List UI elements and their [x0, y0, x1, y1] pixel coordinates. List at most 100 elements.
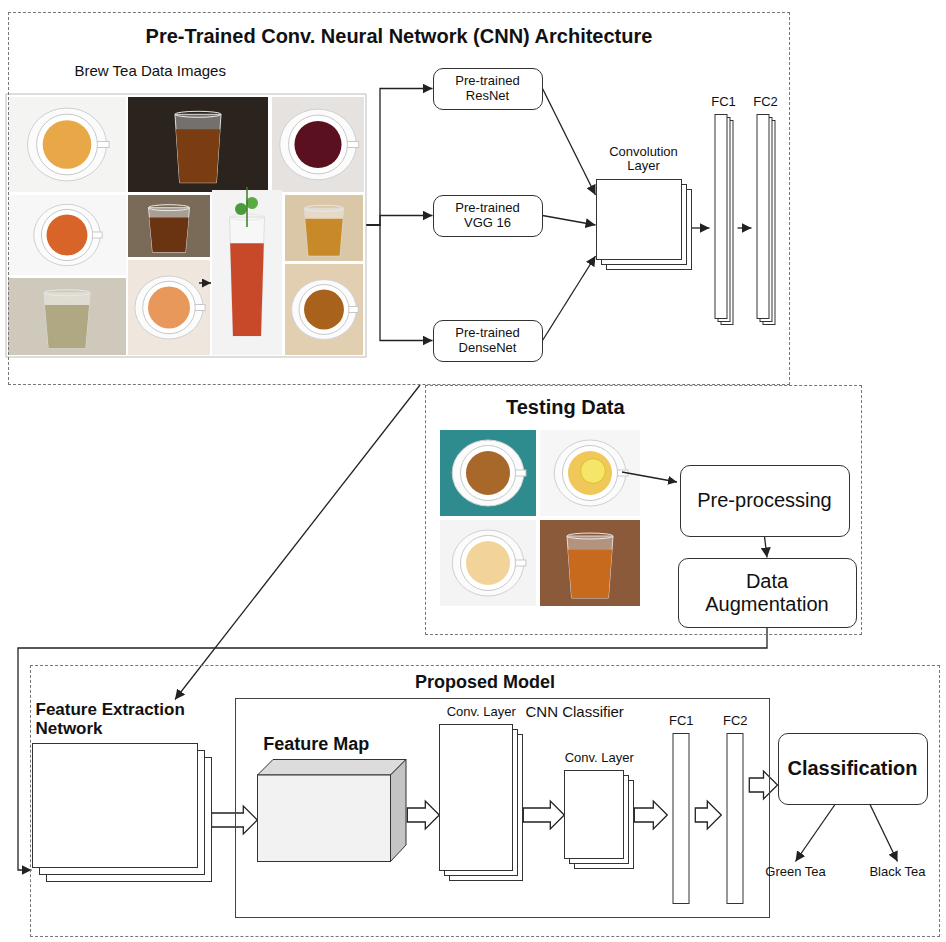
photo-ground	[128, 195, 210, 257]
saucer	[452, 440, 524, 506]
dense-layer: FC1	[710, 95, 738, 325]
layer-sheet	[32, 743, 197, 867]
node-label: FC2	[721, 714, 749, 729]
lemon-slice	[581, 459, 606, 484]
photo-ground	[128, 260, 210, 355]
tea-photo	[128, 195, 210, 257]
feature-map-block: Feature Map	[257, 734, 407, 862]
node-label: Pre-trained VGG 16	[440, 201, 536, 231]
saucer	[292, 280, 357, 340]
pointer-arrow	[199, 282, 211, 284]
tea-photo	[540, 520, 640, 606]
mint-leaf	[246, 197, 258, 209]
group-panel: Testing DataPre-processingData Augmentat…	[425, 385, 862, 635]
flow-arrow	[622, 472, 677, 482]
layer-stack-shape	[564, 770, 634, 869]
tea-surface	[568, 451, 612, 495]
glass	[305, 208, 344, 256]
photo-ground	[8, 195, 126, 275]
cup-rim	[562, 445, 617, 500]
tea-in-glass	[305, 219, 342, 256]
cup-rim	[37, 114, 98, 175]
node-label: Feature Extraction Network	[32, 700, 212, 739]
photo-ground	[540, 520, 640, 606]
panel-title: Pre-Trained Conv. Neural Network (CNN) A…	[9, 13, 789, 48]
cup-rim	[460, 445, 515, 500]
tea-photo	[440, 430, 536, 516]
tea-surface	[294, 121, 341, 168]
layer-sheet	[596, 179, 681, 259]
cup-rim	[41, 209, 92, 260]
glass-rim	[149, 205, 190, 211]
node-label: Feature Map	[257, 734, 407, 755]
glass	[175, 114, 221, 182]
cube-side	[391, 760, 407, 862]
feature-map-block-shape	[257, 759, 407, 862]
flow-arrow	[18, 628, 767, 871]
node-label: Conv. Layer	[439, 705, 523, 720]
dense-layer-shape	[752, 114, 780, 325]
process-box: Pre-trained DenseNet	[433, 320, 543, 362]
block-arrow	[749, 771, 777, 799]
saucer	[280, 109, 357, 180]
cup-rim	[289, 115, 348, 174]
tea-surface	[466, 541, 510, 585]
tea-photo	[285, 195, 363, 261]
tea-surface	[47, 215, 88, 256]
glass	[149, 208, 190, 253]
process-box: Pre-trained ResNet	[433, 68, 543, 110]
tea-photo	[8, 97, 126, 192]
process-box: Data Augmentation	[678, 558, 857, 628]
flow-arrow	[367, 225, 433, 341]
dense-sheet	[757, 114, 769, 318]
tea-photo	[440, 520, 536, 606]
dense-bar	[673, 734, 689, 904]
dense-bar	[727, 734, 743, 904]
output-label: Black Tea	[862, 862, 934, 884]
dense-layer: FC1	[667, 714, 695, 904]
glass-rim	[175, 111, 221, 117]
layer-stack: Convolution Layer	[596, 145, 692, 270]
group-panel: Pre-Trained Conv. Neural Network (CNN) A…	[8, 12, 790, 385]
dense-layer: FC2	[721, 714, 749, 904]
saucer	[554, 440, 626, 506]
dense-layer-shape	[710, 114, 738, 325]
flow-arrow	[543, 89, 596, 196]
dense-layer: FC2	[752, 95, 780, 325]
cup-rim	[460, 535, 515, 590]
dense-sheet	[715, 114, 727, 318]
node-label: Classification	[787, 757, 917, 780]
node-label: Data Augmentation	[685, 570, 850, 616]
node-label: Black Tea	[869, 865, 925, 880]
tea-photo	[128, 97, 268, 192]
photo-frame	[6, 94, 366, 357]
node-label: FC2	[752, 95, 780, 110]
cube-top	[258, 760, 407, 776]
glass	[230, 217, 265, 336]
flow-arrow	[175, 385, 420, 700]
glass-rim	[44, 290, 90, 296]
flow-arrow	[543, 216, 596, 226]
tea-surface	[304, 290, 344, 330]
tea-in-glass	[45, 305, 89, 348]
glass-rim	[567, 533, 613, 539]
cup-rim	[143, 281, 195, 333]
node-label: Conv. Layer	[564, 751, 634, 766]
saucer	[34, 204, 101, 265]
image-grid: Brew Tea Data Images	[10, 60, 367, 357]
layer-stack-shape	[32, 743, 212, 882]
photo-ground	[440, 430, 536, 516]
photo-ground	[128, 97, 268, 192]
layer-stack-shape	[439, 724, 523, 881]
photo-ground	[8, 278, 126, 355]
process-box: Pre-trained VGG 16	[433, 195, 543, 237]
node-label: Brew Tea Data Images	[10, 60, 367, 79]
block-arrow	[407, 801, 439, 829]
mint-leaf	[235, 203, 247, 215]
layer-stack-shape	[596, 179, 692, 270]
tea-photo	[285, 264, 363, 355]
block-arrow	[523, 801, 564, 829]
process-box: Classification	[778, 733, 928, 805]
glass-rim	[305, 205, 344, 211]
output-label: Green Tea	[760, 862, 832, 884]
